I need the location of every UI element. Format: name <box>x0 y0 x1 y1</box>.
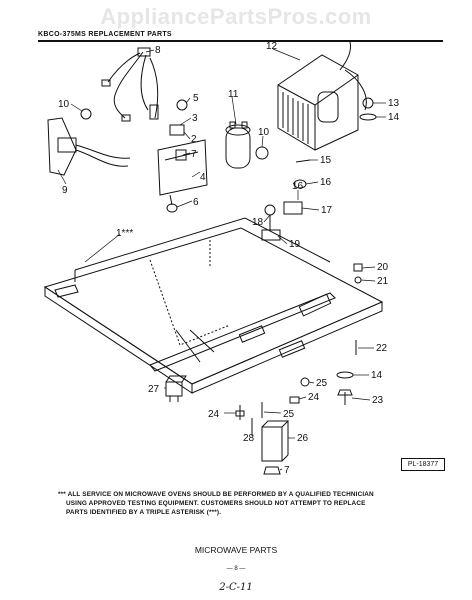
callout-26: 26 <box>297 433 309 444</box>
callout-17: 17 <box>321 205 333 216</box>
callout-25b: 25 <box>283 409 295 420</box>
small-parts-right <box>261 159 311 241</box>
page-number: — 8 — <box>226 566 246 572</box>
callout-15: 15 <box>320 155 332 166</box>
base-plate <box>43 217 384 394</box>
callout-11: 11 <box>228 89 239 100</box>
callout-6: 6 <box>193 197 199 208</box>
callout-3: 3 <box>192 113 198 124</box>
callout-16b: 16 <box>292 181 304 192</box>
callout-20: 20 <box>377 262 389 273</box>
callout-28: 28 <box>243 433 255 444</box>
callout-1: 1*** <box>116 228 133 239</box>
callout-21: 21 <box>377 276 389 287</box>
callout-10: 10 <box>58 99 70 110</box>
callout-7: 7 <box>191 149 197 160</box>
note-line-1: *** ALL SERVICE ON MICROWAVE OVENS SHOUL… <box>58 491 374 498</box>
callout-4: 4 <box>200 172 206 183</box>
callout-27: 27 <box>148 384 160 395</box>
callout-13: 13 <box>388 98 400 109</box>
switch-bracket-assembly <box>157 99 208 213</box>
callout-16: 16 <box>320 177 332 188</box>
service-note: *** ALL SERVICE ON MICROWAVE OVENS SHOUL… <box>58 490 443 517</box>
section-title: MICROWAVE PARTS <box>194 545 278 555</box>
leader-lines <box>57 48 386 471</box>
callout-5: 5 <box>193 93 199 104</box>
callout-10b: 10 <box>258 127 270 138</box>
callout-23: 23 <box>372 395 384 406</box>
screws-lower <box>235 377 310 435</box>
note-line-2: USING APPROVED TESTING EQUIPMENT. CUSTOM… <box>66 500 366 507</box>
header-rule <box>38 40 443 42</box>
callout-7b: 7 <box>284 465 290 476</box>
callout-14b: 14 <box>371 370 383 381</box>
wire-harness <box>101 47 159 122</box>
callout-24: 24 <box>308 392 320 403</box>
watermark: AppliancePartsPros.com <box>100 4 372 29</box>
bracket-27 <box>165 375 187 402</box>
cord-bracket <box>47 108 131 176</box>
callout-19: 19 <box>289 239 301 250</box>
callout-labels: 8 3 5 2 7 4 6 9 10 11 10 12 13 14 15 16 … <box>58 41 400 476</box>
callout-14: 14 <box>388 112 400 123</box>
callout-8: 8 <box>155 45 161 56</box>
note-line-3: PARTS IDENTIFIED BY A TRIPLE ASTERISK (*… <box>66 509 222 516</box>
page-header: KBCO-375MS REPLACEMENT PARTS <box>38 31 172 38</box>
callout-2: 2 <box>191 134 197 145</box>
callout-12: 12 <box>266 41 278 52</box>
transformer <box>277 41 377 151</box>
callout-18: 18 <box>252 217 264 228</box>
callout-22: 22 <box>376 343 388 354</box>
callout-9: 9 <box>62 185 68 196</box>
handwritten-code: 2-C-11 <box>219 582 253 593</box>
callout-24b: 24 <box>208 409 220 420</box>
reference-code: PL-18377 <box>401 458 445 471</box>
callout-25: 25 <box>316 378 328 389</box>
